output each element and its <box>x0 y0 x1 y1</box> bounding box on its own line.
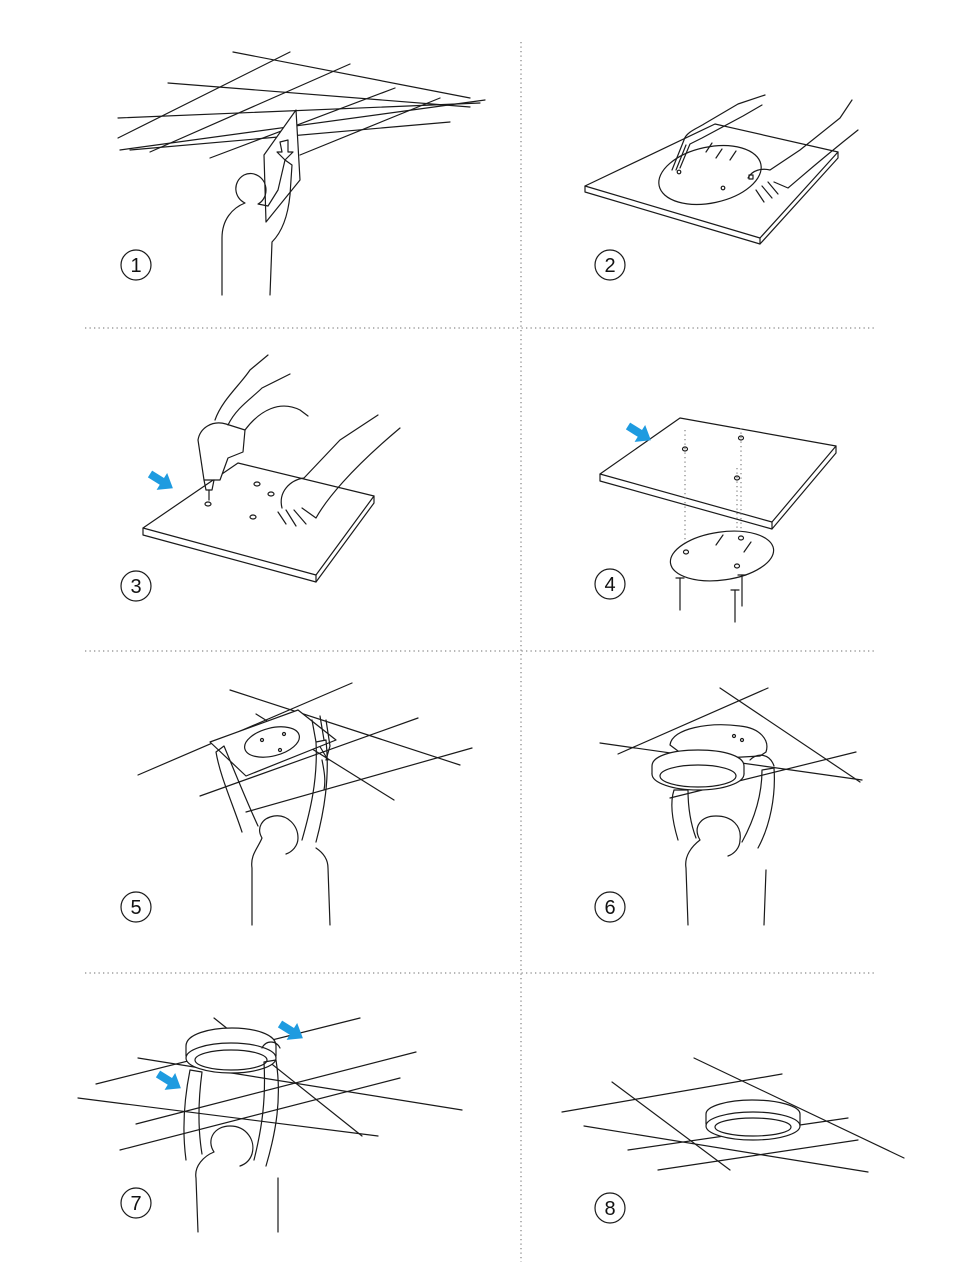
blue-arrow-3 <box>145 466 178 497</box>
step-3-number: 3 <box>130 576 141 598</box>
step-number-1: 1 <box>121 250 151 280</box>
step-number-3: 3 <box>121 571 151 601</box>
step-number-5: 5 <box>121 892 151 922</box>
step-7-panel: 7 <box>78 1016 462 1232</box>
step-8-number: 8 <box>604 1198 615 1220</box>
step-4-number: 4 <box>604 574 615 596</box>
step-6-panel: 6 <box>595 688 862 925</box>
step-number-6: 6 <box>595 892 625 922</box>
person-removing-tile <box>222 110 300 295</box>
step-2-panel: 2 <box>585 95 858 280</box>
screws <box>676 575 746 622</box>
step-4-panel: 4 <box>595 418 836 622</box>
light-fixture <box>186 1028 276 1073</box>
step-number-7: 7 <box>121 1188 151 1218</box>
light-fixture <box>652 750 744 790</box>
step-number-4: 4 <box>595 569 625 599</box>
tile-being-lifted <box>210 710 336 790</box>
step-number-8: 8 <box>595 1193 625 1223</box>
installed-light-fixture <box>706 1100 800 1140</box>
step-8-panel: 8 <box>562 1058 904 1223</box>
step-number-2: 2 <box>595 250 625 280</box>
step-5-panel: 5 <box>121 683 472 925</box>
ceiling-grid <box>118 52 485 158</box>
step-6-number: 6 <box>604 897 615 919</box>
ceiling-tile <box>143 463 374 582</box>
step-7-number: 7 <box>130 1193 141 1215</box>
step-5-number: 5 <box>130 897 141 919</box>
step-1-number: 1 <box>130 255 141 277</box>
step-1-panel: 1 <box>118 52 485 295</box>
step-3-panel: 3 <box>121 355 400 601</box>
step-2-number: 2 <box>604 255 615 277</box>
